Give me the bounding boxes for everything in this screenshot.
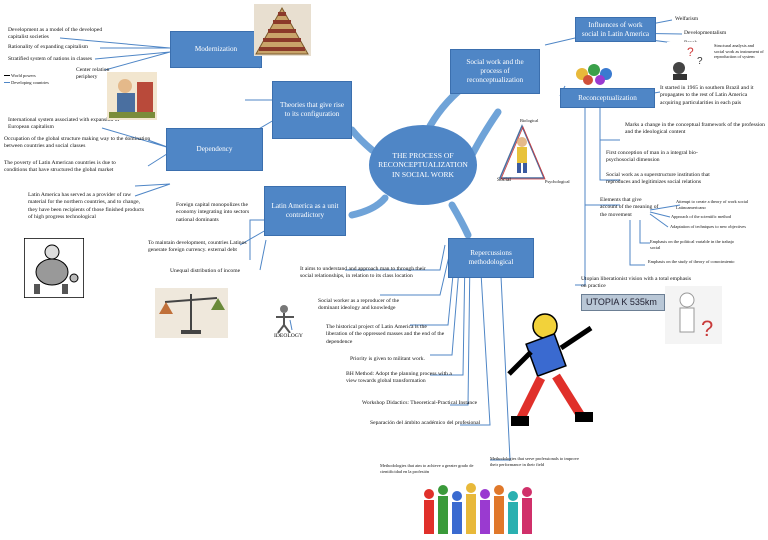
latin-text-2: To maintain development, countries Latin… [148,240,247,254]
legend-world-powers: World powers [4,73,36,79]
influence-developmentalism: Developmentalism [684,30,727,36]
recon-text-4: Social work as a superstructure institut… [606,172,710,186]
influence-welfarism: Welfarism [675,16,699,22]
bio-psycho-social-figure [496,120,548,182]
old-man-icon [107,72,157,120]
ideology-figure-icon [276,305,294,334]
utopia-sign: UTOPIA K 535km [581,294,665,311]
breakdancer-icon [507,313,593,426]
svg-text:?: ? [687,45,694,59]
leaf-lines [59,19,683,461]
dependency-text-2: Occupation of the global structure makin… [4,136,151,150]
element-sub-3: Adaptation of techniques to new objectiv… [670,224,746,229]
questions-picture: ? ? [667,42,711,82]
breakdancer-picture [501,308,604,444]
scale-icon [155,288,228,338]
capitalist-cartoon-icon [24,238,84,298]
ideology-figure-picture: IDEOLOGY [268,303,304,339]
questions-icon: ? ? [667,42,711,82]
repercussion-text-2: Social worker as a reproducer of the dom… [318,298,400,312]
dependency-text-4: Latin America has served as a provider o… [28,192,145,220]
svg-text:?: ? [701,316,713,341]
node-repercussions[interactable]: Repercussions methodological [448,238,534,278]
dependency-text-1: International system associated with exp… [8,117,120,131]
node-social-work-process[interactable]: Social work and the process of reconcept… [450,49,540,94]
element-sub-4: Emphasis on the political variable in th… [650,239,735,250]
element-sub-5: Emphasis on the study of theory of conoc… [648,259,735,264]
legend-line-icon [4,75,10,77]
node-influences[interactable]: Influences of work social in Latin Ameri… [575,17,656,42]
label-psychological: Psychological [545,179,570,184]
gears-people-icon [576,64,612,85]
dependency-text-3: The poverty of Latin American countries … [4,160,116,174]
triangle-person-icon [498,124,546,180]
crowd-icon [424,483,532,534]
node-dependency[interactable]: Dependency [166,128,263,171]
modernization-text-3: Stratified system of nations in classes [8,56,93,62]
modernization-text-1: Development as a model of the developed … [8,27,103,41]
repercussion-text-5: BH Method: Adopt the planning process wi… [346,371,452,385]
break-detail: Structural analysis and social work as i… [714,43,764,60]
legend-label-2: Developing countries [11,80,49,85]
label-biological: Biological [520,118,539,123]
thinking-question-icon: ? [665,286,722,344]
modernization-text-2: Rationality of expanding capitalism [8,44,89,50]
old-man-picture [107,72,157,120]
svg-text:?: ? [697,56,703,67]
capitalist-cartoon-picture [24,238,84,298]
label-social: Social [497,177,511,183]
pyramid-icon [254,4,311,56]
modernization-text-4: Center relation periphery [76,67,110,81]
repercussion-text-1: It aims to understand and approach man t… [300,266,426,280]
scale-picture [155,288,228,338]
recon-text-3: First conception of man in a integral bi… [606,150,698,164]
legend-label-1: World powers [11,73,36,78]
recon-text-5: Elements that give account of the meanin… [600,197,659,218]
repercussion-text-3: The historical project of Latin America … [326,324,445,345]
recon-text-2: Marks a change in the conceptual framewo… [625,122,765,136]
element-sub-1: Attempt to create a theory of work socia… [676,199,749,210]
latin-text-1: Foreign capital monopolizes the economy … [176,202,250,223]
recon-text-1: It started in 1965 in southern Brazil an… [660,85,754,106]
crowd-picture [421,480,539,536]
pyramid-picture [254,4,311,56]
latin-text-3: Unequal distribution of income [170,268,241,274]
recon-text-6: Utopian liberationist vision with a tota… [581,276,691,290]
utopia-sign-text: UTOPIA K 535km [586,297,657,307]
repercussion-text-4: Priority is given to militant work. [350,356,425,362]
node-latin-america[interactable]: Latin America as a unit contradictory [264,186,346,236]
node-theories[interactable]: Theories that give rise to its configura… [272,81,352,139]
ideology-label: IDEOLOGY [274,333,303,339]
repercussion-text-7: Separación del ámbito académico del prof… [370,420,481,426]
methodology-2: Methodologies that serve professionals t… [490,456,579,467]
legend-developing: Developing countries [4,80,49,86]
node-reconceptualization[interactable]: Reconceptualization [560,88,655,108]
central-node[interactable]: THE PROCESS OF RECONCEPTUALIZATION IN SO… [369,125,477,205]
gears-people-picture [572,60,616,86]
element-sub-2: Approach of the scientific method [671,214,731,219]
repercussion-text-6: Workshop Didactics: Theoretical-Practica… [362,400,478,406]
legend-line-icon [4,82,10,84]
node-modernization[interactable]: Modernization [170,31,262,68]
thinking-question-picture: ? [665,286,722,344]
methodology-1: Methodologies that aim to achieve a grea… [380,463,474,474]
